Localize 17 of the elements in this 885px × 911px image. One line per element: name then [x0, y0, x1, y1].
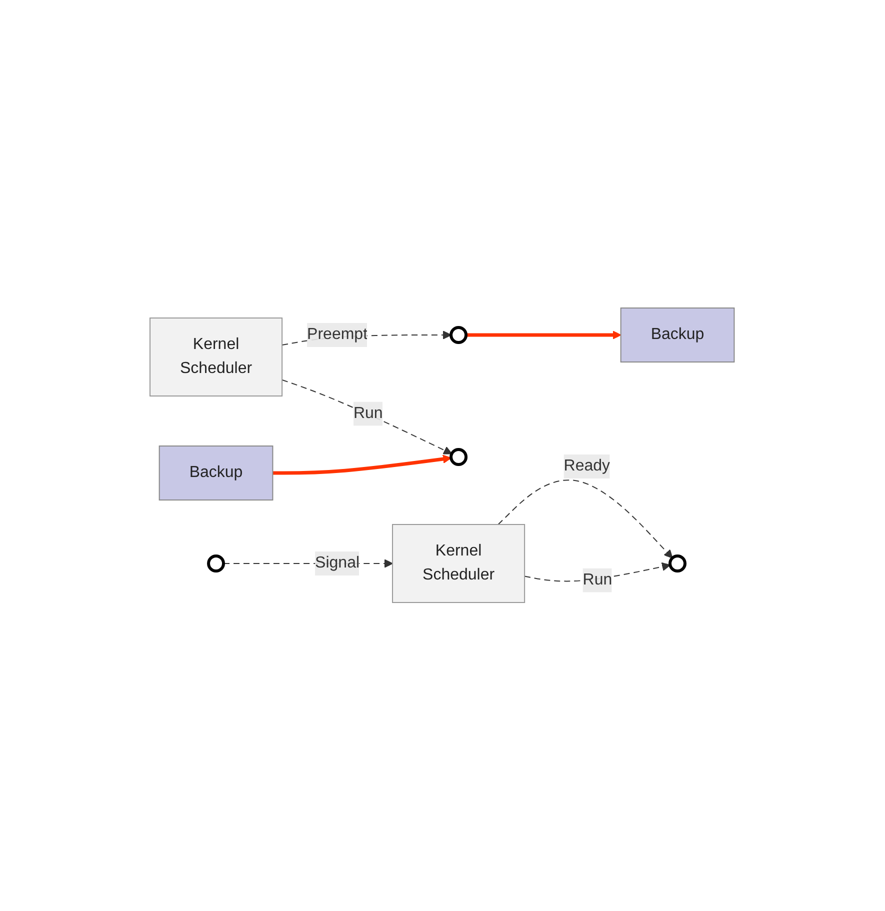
edge-label: Run	[583, 572, 613, 589]
edge-label: Ready	[564, 458, 610, 475]
arrow	[273, 454, 452, 475]
node-circle	[668, 554, 687, 573]
node-box: Backup	[620, 308, 736, 363]
edge-label: Signal	[315, 554, 360, 572]
edge-label: Preempt	[307, 326, 368, 344]
node-circle	[207, 554, 226, 573]
node-box: Backup	[159, 446, 274, 501]
node-circle	[450, 448, 468, 466]
node-box: Kernel Scheduler	[392, 524, 526, 604]
arrow	[282, 380, 453, 455]
edge-label: Run	[354, 405, 384, 422]
arrow	[498, 480, 674, 559]
arrow	[466, 330, 622, 340]
node-circle	[450, 326, 468, 344]
node-box: Kernel Scheduler	[150, 318, 283, 397]
